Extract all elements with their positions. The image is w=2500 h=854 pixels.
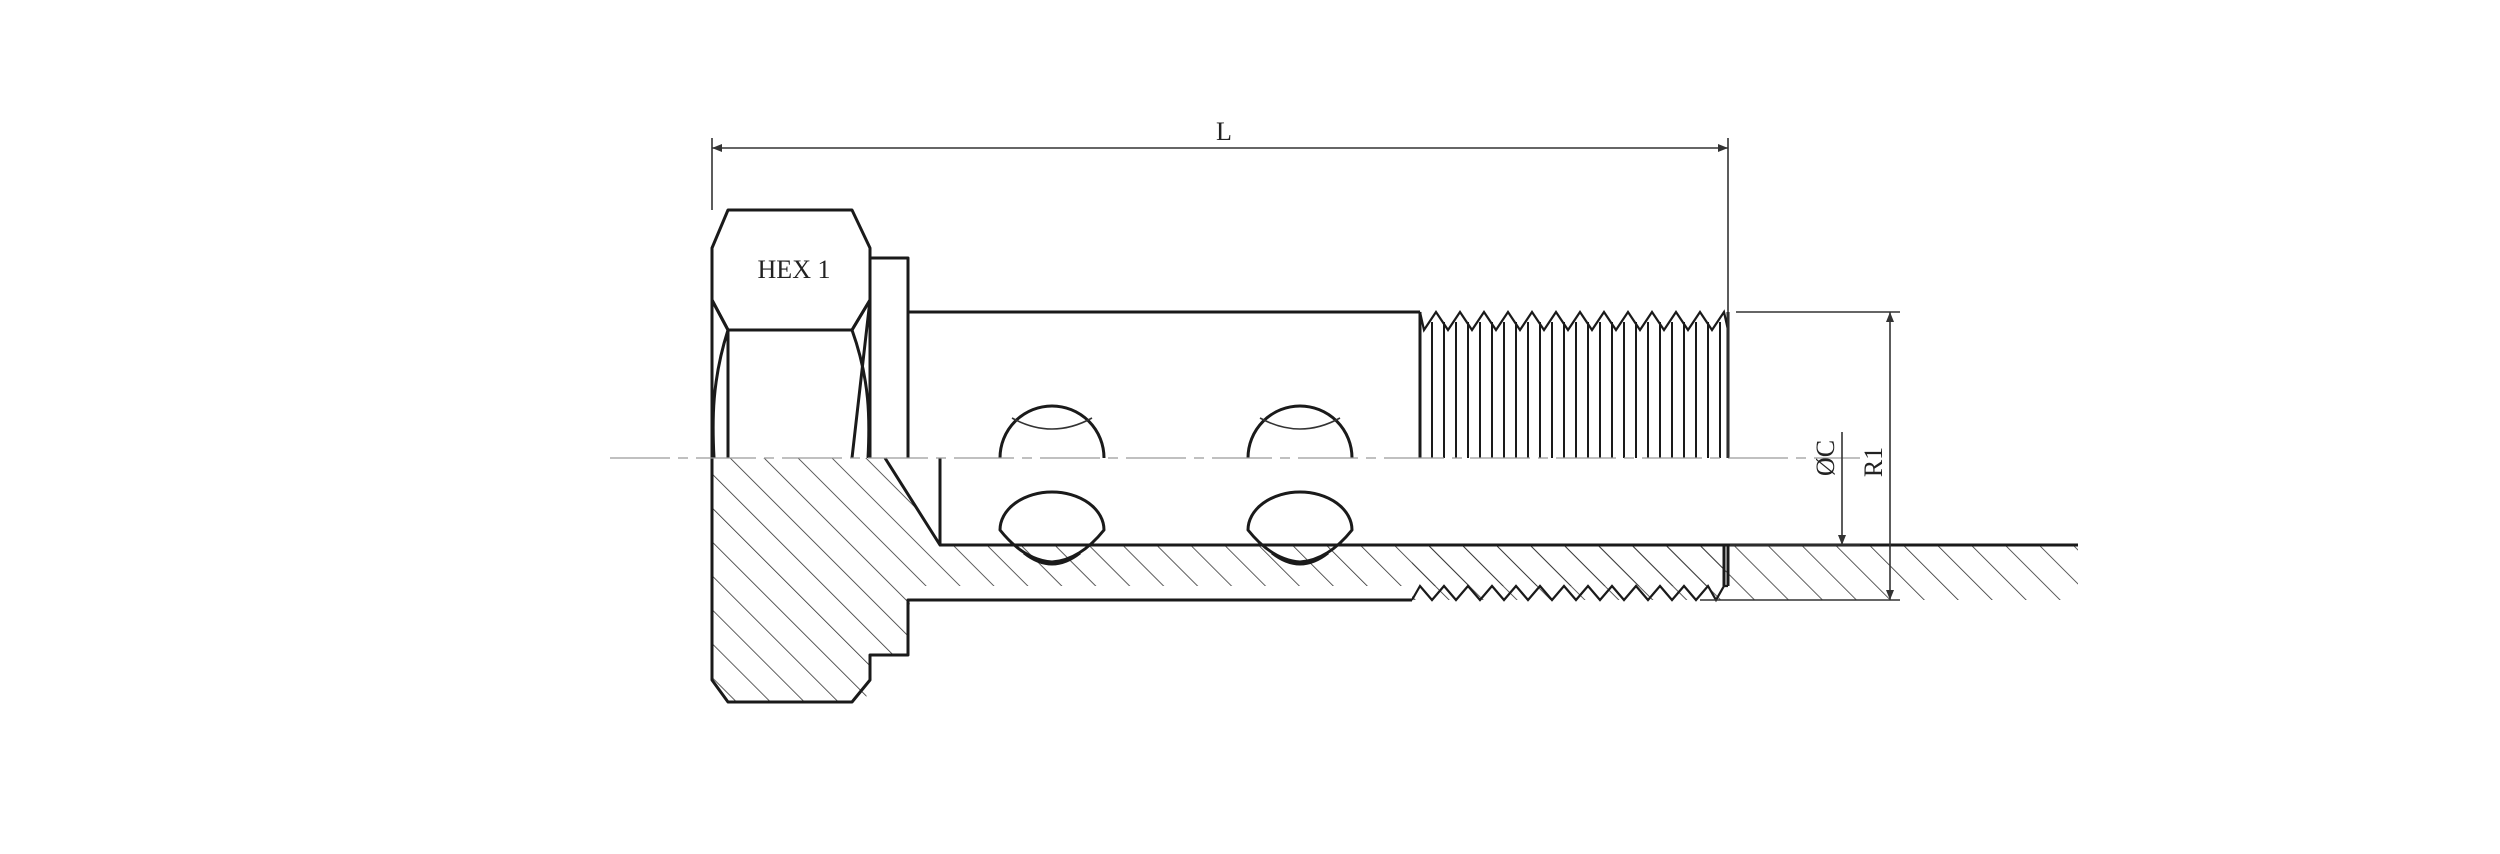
thread-lower xyxy=(1411,545,1730,603)
length-label: L xyxy=(1216,117,1232,146)
cross-hole-upper-2 xyxy=(1246,404,1354,459)
cross-hole-lower-1 xyxy=(998,490,1106,566)
section-hatching xyxy=(712,458,2078,702)
cross-hole-lower-2 xyxy=(1246,490,1354,566)
dimension-length xyxy=(711,138,1729,458)
bore-diameter-label: ØC xyxy=(1811,440,1840,476)
hex-head xyxy=(710,208,872,459)
thread-size-label: R1 xyxy=(1859,447,1888,477)
hex-label: HEX 1 xyxy=(758,255,831,284)
dimension-bore xyxy=(1730,432,1860,546)
dimension-thread xyxy=(1700,311,1900,601)
shank-upper xyxy=(906,310,1420,458)
cross-hole-upper-1 xyxy=(998,404,1106,459)
thread-upper xyxy=(1418,309,1730,458)
collar xyxy=(870,256,910,458)
